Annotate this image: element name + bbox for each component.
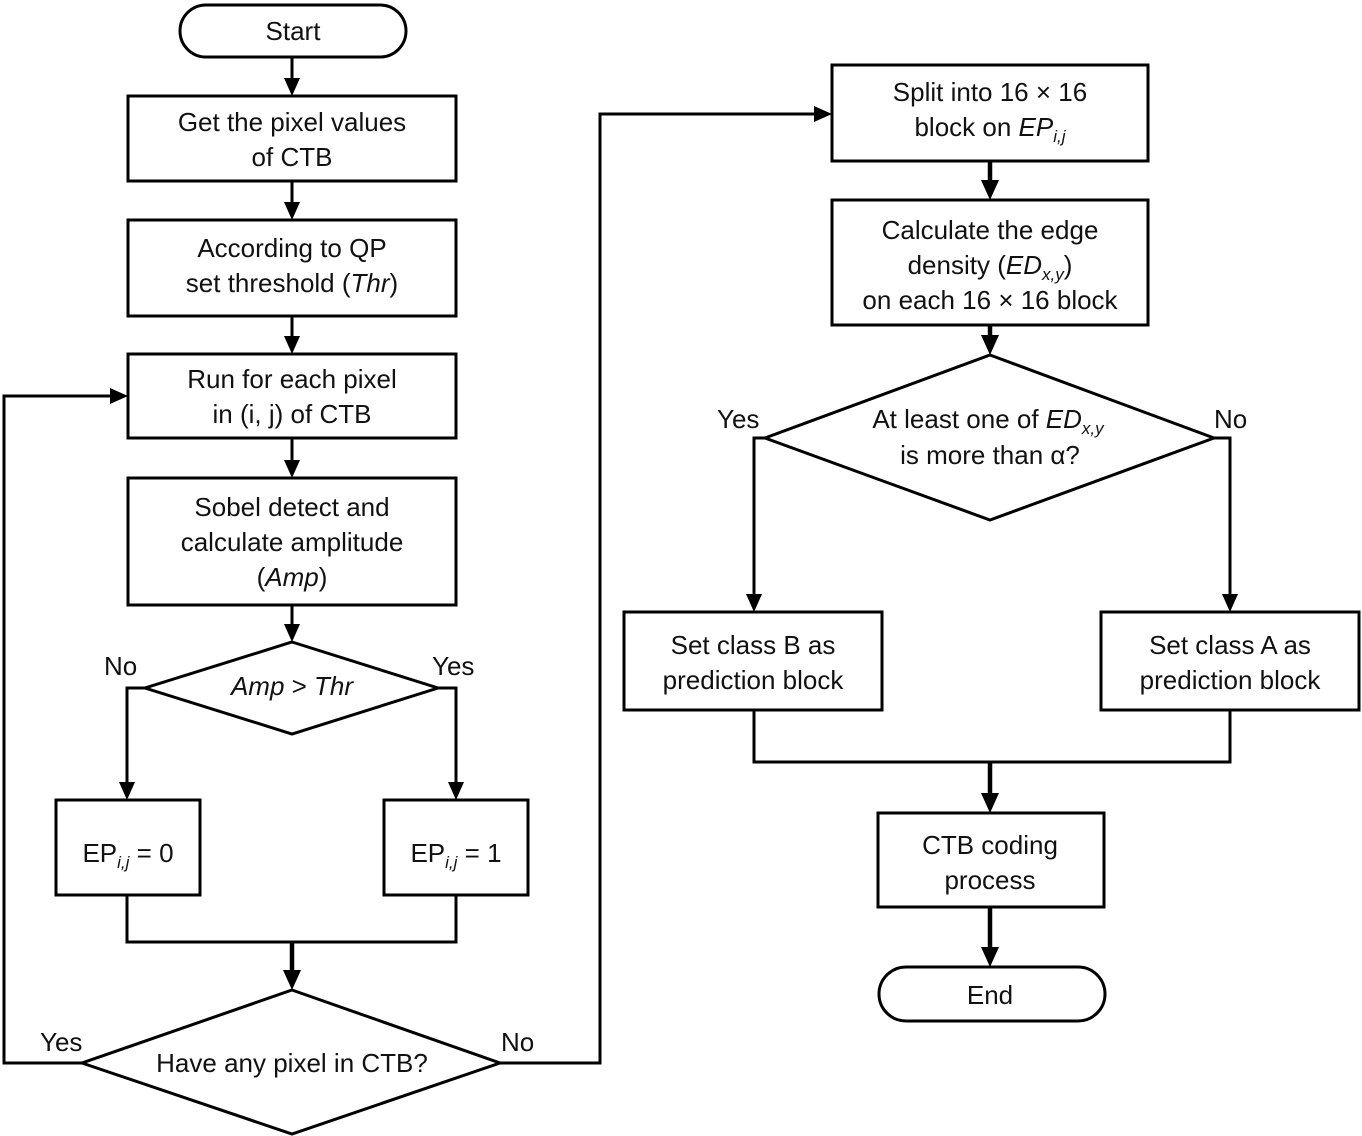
- have-any-no-label: No: [501, 1027, 534, 1057]
- amp-compare-diamond: Amp > Thr: [139, 640, 443, 736]
- edge-density-box: Calculate the edge density (EDx,y) on ea…: [830, 198, 1150, 327]
- ctb-coding-line2: process: [944, 865, 1035, 895]
- set-threshold-box: According to QP set threshold (Thr): [126, 218, 458, 318]
- ep-one-label: EPi,j = 1: [410, 838, 501, 872]
- class-b-box: Set class B as prediction block: [622, 610, 884, 712]
- get-pixel-values-box: Get the pixel values of CTB: [126, 94, 458, 183]
- edge-density-line1: Calculate the edge: [882, 215, 1099, 245]
- split-blocks-box: Split into 16 × 16 block on EPi,j: [830, 63, 1150, 163]
- ed-no-label: No: [1214, 404, 1247, 434]
- edge-density-line2: density (EDx,y): [908, 250, 1073, 284]
- run-each-pixel-line1: Run for each pixel: [187, 364, 397, 394]
- sobel-line2: calculate amplitude: [181, 527, 404, 557]
- at-least-one-line1: At least one of EDx,y: [872, 404, 1105, 438]
- have-any-pixel-label: Have any pixel in CTB?: [156, 1048, 428, 1078]
- at-least-one-line2: is more than α?: [900, 440, 1080, 470]
- sobel-line3: (Amp): [257, 562, 328, 592]
- set-threshold-line1: According to QP: [197, 233, 386, 263]
- ctb-coding-line1: CTB coding: [922, 830, 1058, 860]
- end-label: End: [967, 980, 1013, 1010]
- class-a-box: Set class A as prediction block: [1099, 610, 1361, 712]
- ep-zero-label: EPi,j = 0: [82, 838, 173, 872]
- class-a-line2: prediction block: [1140, 665, 1322, 695]
- ed-yes-label: Yes: [717, 404, 759, 434]
- run-each-pixel-line2: in (i, j) of CTB: [213, 399, 372, 429]
- split-blocks-line1: Split into 16 × 16: [893, 77, 1087, 107]
- at-least-one-diamond: At least one of EDx,y is more than α?: [760, 353, 1219, 522]
- class-b-line2: prediction block: [663, 665, 845, 695]
- arrowheads: [110, 78, 1238, 990]
- amp-yes-label: Yes: [432, 651, 474, 681]
- split-blocks-line2: block on EPi,j: [914, 112, 1066, 146]
- set-threshold-line2: set threshold (Thr): [186, 268, 398, 298]
- have-any-pixel-diamond: Have any pixel in CTB?: [77, 988, 505, 1136]
- sobel-line1: Sobel detect and: [194, 492, 389, 522]
- get-pixel-values-line1: Get the pixel values: [178, 107, 406, 137]
- run-each-pixel-box: Run for each pixel in (i, j) of CTB: [126, 352, 458, 440]
- class-b-line1: Set class B as: [671, 630, 836, 660]
- end-terminal: End: [877, 965, 1107, 1023]
- class-a-line1: Set class A as: [1149, 630, 1311, 660]
- amp-compare-label: Amp > Thr: [229, 671, 354, 701]
- ep-one-box: EPi,j = 1: [382, 798, 530, 897]
- ep-zero-box: EPi,j = 0: [54, 798, 202, 897]
- amp-no-label: No: [104, 651, 137, 681]
- edge-density-line3: on each 16 × 16 block: [862, 285, 1118, 315]
- start-label: Start: [266, 16, 322, 46]
- connectors: [2, 56, 824, 1065]
- start-terminal: Start: [178, 3, 408, 59]
- ctb-coding-box: CTB coding process: [876, 811, 1106, 909]
- sobel-detect-box: Sobel detect and calculate amplitude (Am…: [126, 476, 458, 607]
- have-any-yes-label: Yes: [40, 1027, 82, 1057]
- get-pixel-values-line2: of CTB: [252, 142, 333, 172]
